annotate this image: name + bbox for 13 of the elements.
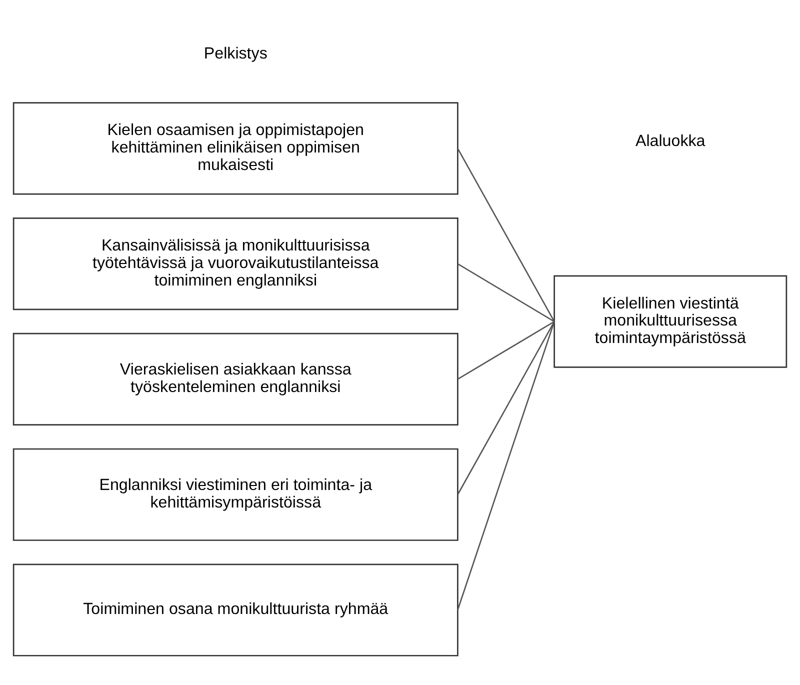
connector [457,262,555,322]
connector [457,320,555,380]
node-box: Englanniksi viestiminen eri toiminta- ja kehittämisympäristöissä [12,448,458,540]
node-box: Kielellinen viestintä monikulttuurisessa toimintaympäristössä [554,274,788,368]
node-box: Kielen osaamisen ja oppimistapojen kehittäminen elinikäisen oppimisen mukaisesti [12,102,458,194]
node-box: Vieraskielisen asiakkaan kanssa työskenteleminen englanniksi [12,332,458,426]
label: Pelkistys [204,44,268,62]
node-box: Toimiminen osana monikulttuurista ryhmää [12,563,458,656]
connector [457,148,555,322]
connector [457,320,555,494]
node-box: Kansainvälisissä ja monikulttuurisissa työtehtävissä ja vuorovaikutustilanteissa toimiminen englanniksi [12,217,458,310]
label: Alaluokka [635,131,706,150]
connector [457,320,555,610]
